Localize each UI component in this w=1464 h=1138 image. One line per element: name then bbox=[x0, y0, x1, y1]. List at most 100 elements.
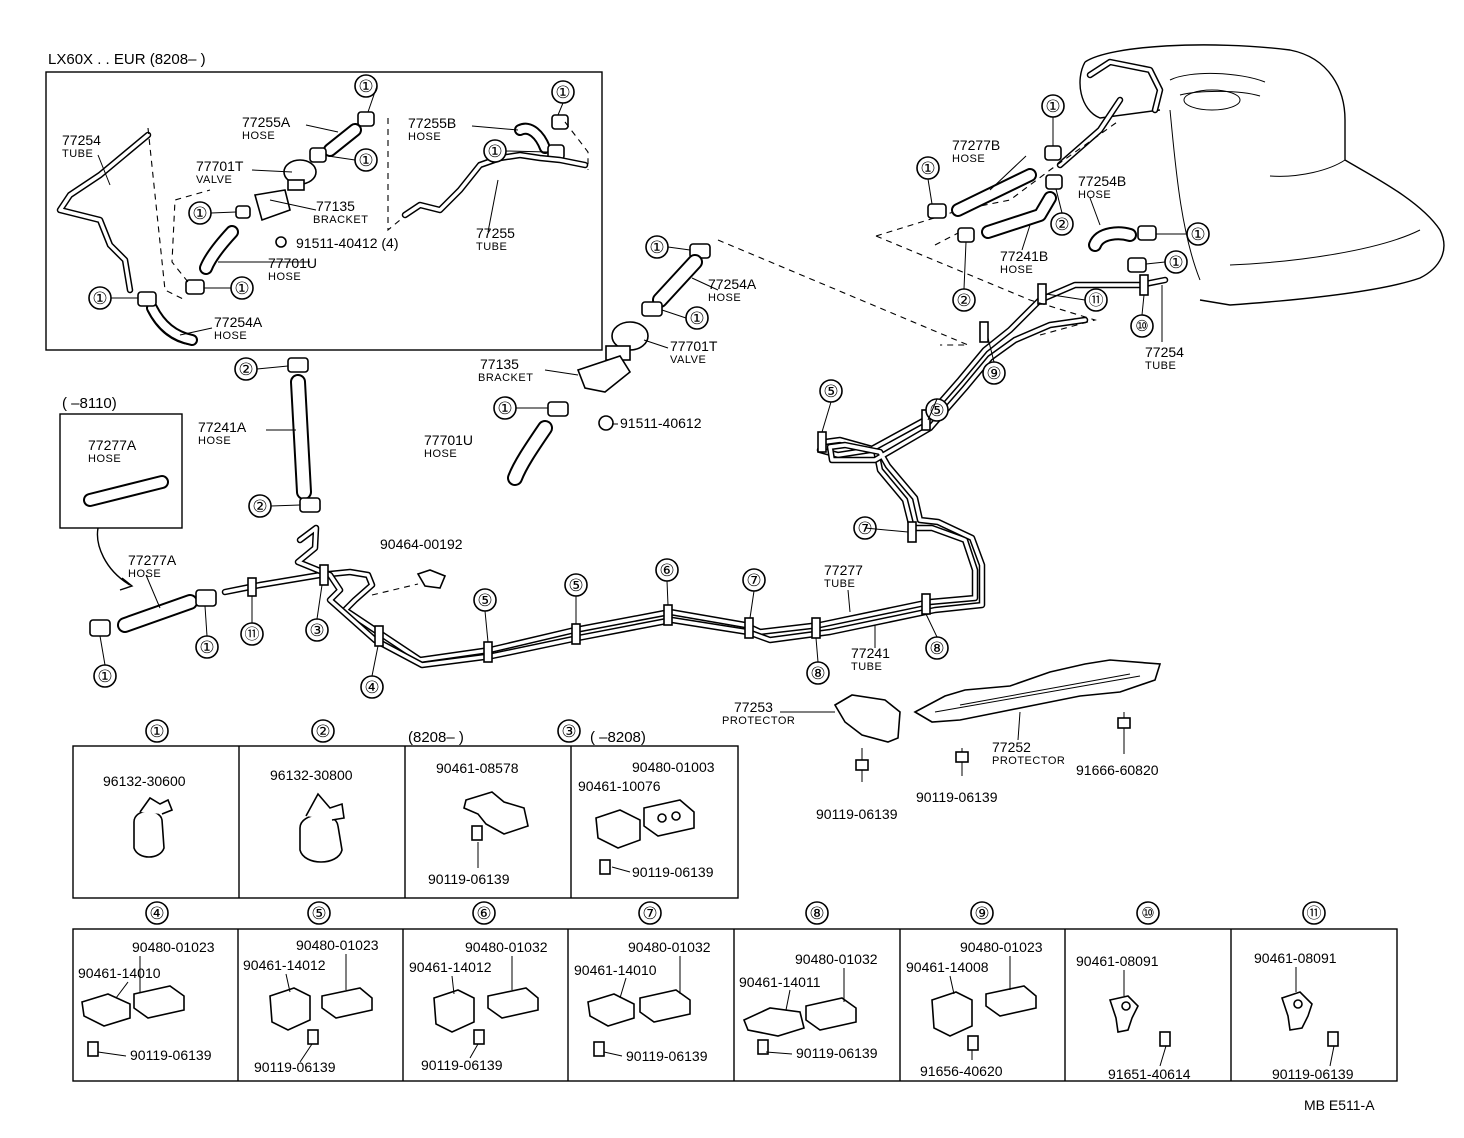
svg-text:⑨: ⑨ bbox=[986, 364, 1001, 383]
legend-9-part-3: 91656-40620 bbox=[920, 1063, 1003, 1079]
callout-1: ① bbox=[354, 74, 378, 98]
label-77277-sub: TUBE bbox=[824, 578, 855, 590]
callout-4: ④ bbox=[360, 675, 384, 699]
label-77241A: 77241A bbox=[198, 419, 247, 435]
svg-text:⑤: ⑤ bbox=[929, 401, 944, 420]
inset-eur-frame bbox=[45, 71, 603, 351]
label-77277A-inset: 77277A bbox=[88, 437, 137, 453]
svg-text:①: ① bbox=[92, 289, 107, 308]
label-91511-40412: 91511-40412 (4) bbox=[296, 235, 398, 251]
label-77135: 77135 bbox=[480, 356, 519, 372]
label-77241A-sub: HOSE bbox=[198, 435, 231, 447]
svg-text:⑪: ⑪ bbox=[244, 626, 259, 643]
drawing-code: MB E511-A bbox=[1304, 1097, 1375, 1113]
svg-text:⑤: ⑤ bbox=[477, 591, 492, 610]
legend-8-part-1: 90480-01032 bbox=[795, 951, 878, 967]
legend-range-to-8208: ( –8208) bbox=[590, 729, 646, 746]
legend-8-part-3: 90119-06139 bbox=[796, 1045, 878, 1061]
part-labels: 77254 TUBE 77255A HOSE 77701T VALVE 7713… bbox=[62, 114, 1184, 822]
legend-6-part-2: 90461-14012 bbox=[409, 959, 492, 975]
label-77241: 77241 bbox=[851, 645, 890, 661]
label-77701U-inset-sub: HOSE bbox=[268, 271, 301, 283]
legend-11-part-2: 90119-06139 bbox=[1272, 1066, 1354, 1082]
label-77277A-inset-sub: HOSE bbox=[88, 453, 121, 465]
label-77135-inset: 77135 bbox=[316, 198, 355, 214]
label-77701T-inset: 77701T bbox=[196, 158, 244, 174]
callout-1: ① bbox=[1186, 222, 1210, 246]
legend-4-part-3: 90119-06139 bbox=[130, 1047, 212, 1063]
label-77253-sub: PROTECTOR bbox=[722, 715, 795, 727]
label-77254-inset-sub: TUBE bbox=[62, 148, 93, 160]
svg-text:①: ① bbox=[1190, 225, 1205, 244]
legend-11-part-1: 90461-08091 bbox=[1254, 950, 1337, 966]
legend-3b-part-3: 90119-06139 bbox=[632, 864, 714, 880]
svg-text:⑪: ⑪ bbox=[1306, 905, 1321, 922]
svg-text:⑦: ⑦ bbox=[642, 904, 657, 923]
svg-text:⑤: ⑤ bbox=[311, 904, 326, 923]
svg-text:④: ④ bbox=[364, 678, 379, 697]
label-77254B-sub: HOSE bbox=[1078, 189, 1111, 201]
label-77255B: 77255B bbox=[408, 115, 456, 131]
label-77252: 77252 bbox=[992, 739, 1031, 755]
callout-1: ① bbox=[195, 635, 219, 659]
hose-77277A-assembly bbox=[89, 589, 217, 637]
svg-text:②: ② bbox=[956, 291, 971, 310]
label-77255A-sub: HOSE bbox=[242, 130, 275, 142]
callout-6: ⑥ bbox=[655, 558, 679, 582]
callout-1: ① bbox=[88, 286, 112, 310]
legend-6-part-1: 90480-01032 bbox=[465, 939, 548, 955]
svg-text:①: ① bbox=[1045, 97, 1060, 116]
svg-text:①: ① bbox=[192, 204, 207, 223]
svg-text:①: ① bbox=[497, 399, 512, 418]
callout-2: ② bbox=[1050, 212, 1074, 236]
callout-9: ⑨ bbox=[982, 361, 1006, 385]
svg-text:⑥: ⑥ bbox=[476, 904, 491, 923]
legend-callout-5: ⑤ bbox=[307, 901, 331, 925]
label-77701T-sub: VALVE bbox=[670, 354, 706, 366]
svg-text:③: ③ bbox=[561, 722, 576, 741]
svg-text:⑧: ⑧ bbox=[929, 639, 944, 658]
callout-1: ① bbox=[93, 664, 117, 688]
callout-11: ⑪ bbox=[240, 622, 264, 646]
label-77701T-inset-sub: VALVE bbox=[196, 174, 232, 186]
legend-10-part-1: 90461-08091 bbox=[1076, 953, 1159, 969]
legend-2-part-1: 96132-30800 bbox=[270, 767, 353, 783]
legend-callout-4: ④ bbox=[145, 901, 169, 925]
label-90464-00192: 90464-00192 bbox=[380, 536, 463, 552]
callout-2: ② bbox=[952, 288, 976, 312]
svg-text:②: ② bbox=[315, 722, 330, 741]
label-77277A: 77277A bbox=[128, 552, 177, 568]
label-77254A-inset-sub: HOSE bbox=[214, 330, 247, 342]
legend-callout-11: ⑪ bbox=[1302, 901, 1326, 925]
callout-2: ② bbox=[234, 357, 258, 381]
legend-8-part-2: 90461-14011 bbox=[739, 974, 821, 990]
callout-1: ① bbox=[483, 139, 507, 163]
label-77277B-sub: HOSE bbox=[952, 153, 985, 165]
svg-text:⑩: ⑩ bbox=[1141, 905, 1154, 922]
legend-callout-6: ⑥ bbox=[472, 901, 496, 925]
label-77701U: 77701U bbox=[424, 432, 473, 448]
legend-callout-9: ⑨ bbox=[970, 901, 994, 925]
callout-7: ⑦ bbox=[742, 568, 766, 592]
line-clamps bbox=[247, 274, 1149, 663]
protector-77253 bbox=[833, 694, 901, 743]
label-90119-06139-b: 90119-06139 bbox=[916, 789, 998, 805]
callout-3: ③ bbox=[305, 618, 329, 642]
label-77135-inset-sub: BRACKET bbox=[313, 214, 368, 226]
callout-1: ① bbox=[354, 148, 378, 172]
svg-text:⑥: ⑥ bbox=[659, 561, 674, 580]
label-77255A: 77255A bbox=[242, 114, 291, 130]
label-77277B: 77277B bbox=[952, 137, 1000, 153]
label-77701U-inset: 77701U bbox=[268, 255, 317, 271]
legend-callout-1: ① bbox=[145, 719, 169, 743]
label-77277A-sub: HOSE bbox=[128, 568, 161, 580]
inset-early-variant: ( –8110) bbox=[59, 395, 183, 591]
label-77241B-sub: HOSE bbox=[1000, 264, 1033, 276]
legend-bottom-frame bbox=[72, 928, 1398, 1082]
label-77135-sub: BRACKET bbox=[478, 372, 533, 384]
inset-early-frame bbox=[59, 413, 183, 529]
label-77252-sub: PROTECTOR bbox=[992, 755, 1065, 767]
label-77254-inset: 77254 bbox=[62, 132, 101, 148]
inset-early-range: ( –8110) bbox=[62, 395, 117, 412]
